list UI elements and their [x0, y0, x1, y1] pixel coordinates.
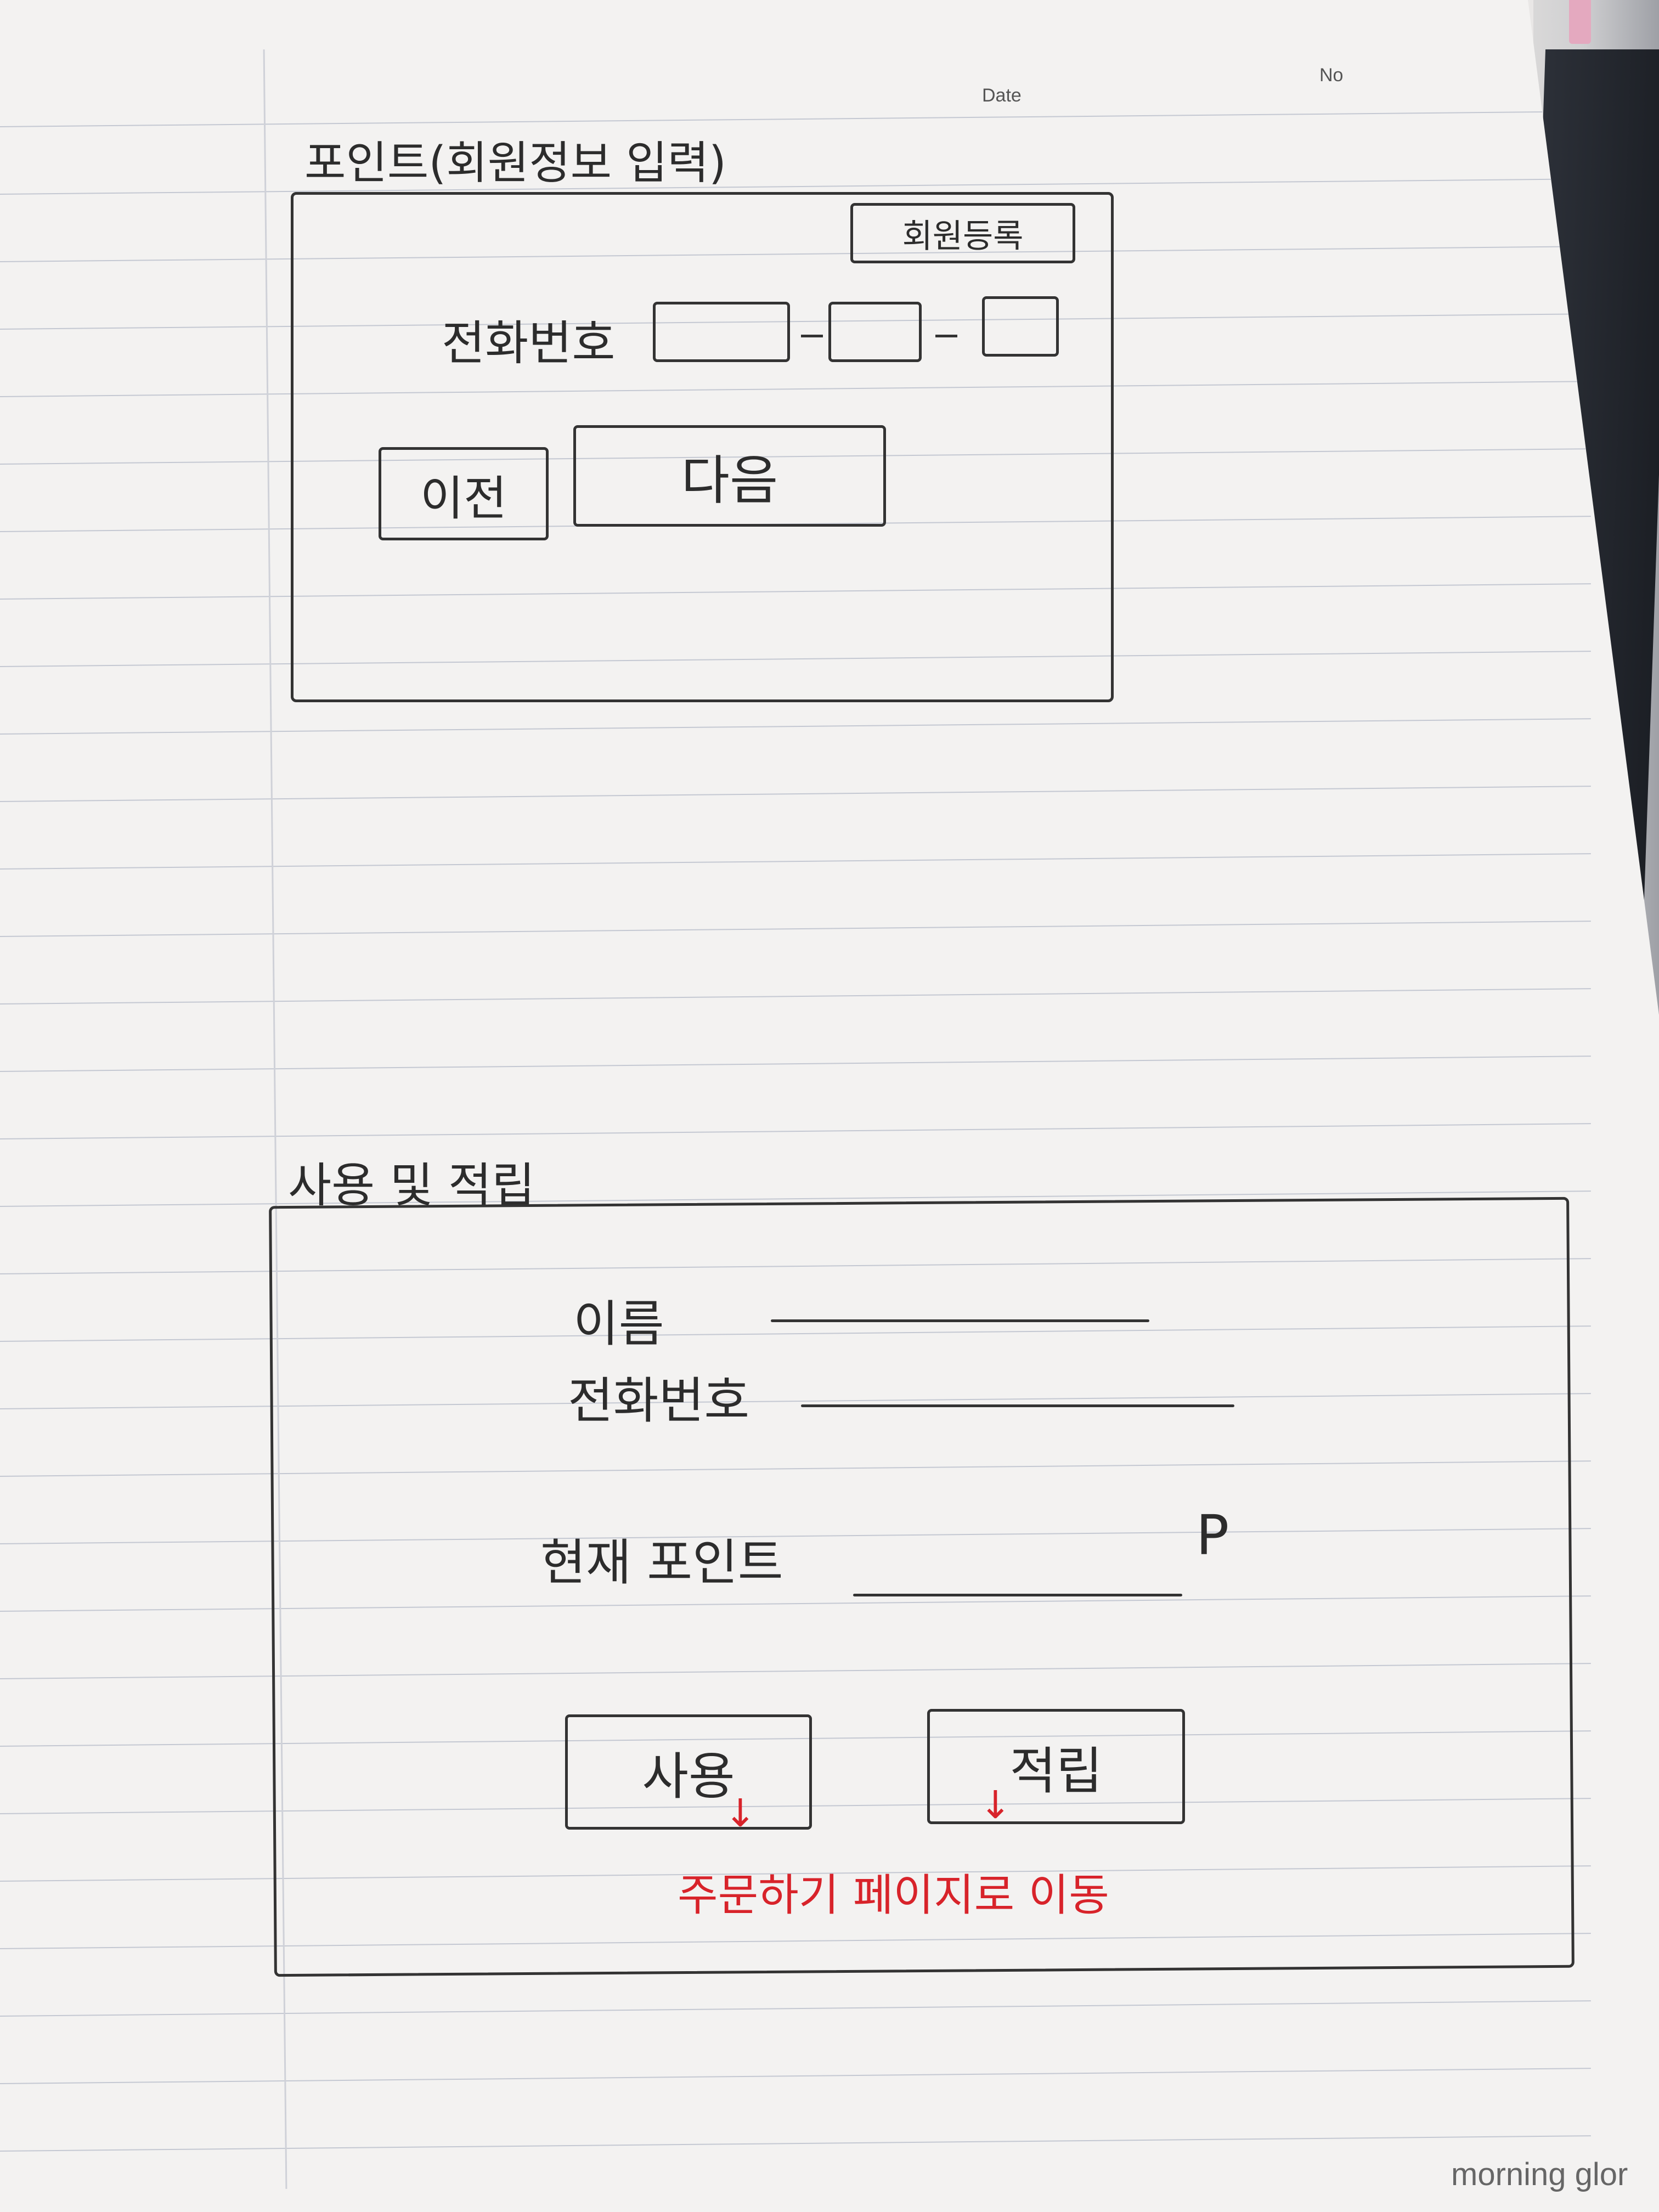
use-button[interactable]: 사용: [565, 1714, 812, 1830]
ruled-line: [0, 921, 1591, 937]
no-label: No: [1319, 65, 1344, 86]
earn-button[interactable]: 적립: [927, 1709, 1185, 1824]
pink-tab: [1569, 0, 1591, 44]
arrow-down-icon: ↓: [724, 1791, 757, 1836]
next-button[interactable]: 다음: [573, 425, 886, 527]
ruled-line: [0, 2000, 1591, 2017]
signup-button[interactable]: 회원등록: [850, 203, 1075, 263]
prev-button[interactable]: 이전: [379, 447, 549, 540]
points-underline: [853, 1594, 1182, 1596]
phone-field-2[interactable]: [828, 302, 922, 362]
name-label: 이름: [573, 1295, 664, 1353]
ruled-line: [0, 1123, 1591, 1139]
date-label: Date: [982, 85, 1022, 106]
phone-field-1[interactable]: [653, 302, 790, 362]
name-underline: [771, 1319, 1149, 1322]
points-label: 현재 포인트: [540, 1534, 783, 1592]
ruled-line: [0, 718, 1591, 735]
phone-underline: [801, 1404, 1234, 1407]
brand-label: morning glor: [1451, 2157, 1628, 2192]
annotation-note: 주문하기 페이지로 이동: [678, 1870, 1109, 1921]
phone-field-3[interactable]: [982, 296, 1059, 357]
screen2-title: 사용 및 적립: [288, 1158, 535, 1213]
ruled-line: [0, 2135, 1591, 2152]
dash-separator: [935, 335, 957, 337]
dash-separator: [801, 335, 823, 337]
ruled-line: [0, 853, 1591, 870]
ruled-line: [0, 111, 1591, 127]
screen1-frame: [291, 192, 1114, 702]
ruled-line: [0, 786, 1591, 802]
ruled-line: [0, 2068, 1591, 2084]
points-unit: P: [1196, 1503, 1229, 1567]
screen2-phone-label: 전화번호: [568, 1372, 750, 1430]
arrow-down-icon: ↓: [979, 1782, 1012, 1827]
ruled-line: [0, 988, 1591, 1005]
phone-label: 전화번호: [442, 316, 616, 371]
screen1-title: 포인트(회원정보 입력): [304, 137, 727, 189]
ruled-line: [0, 1056, 1591, 1072]
